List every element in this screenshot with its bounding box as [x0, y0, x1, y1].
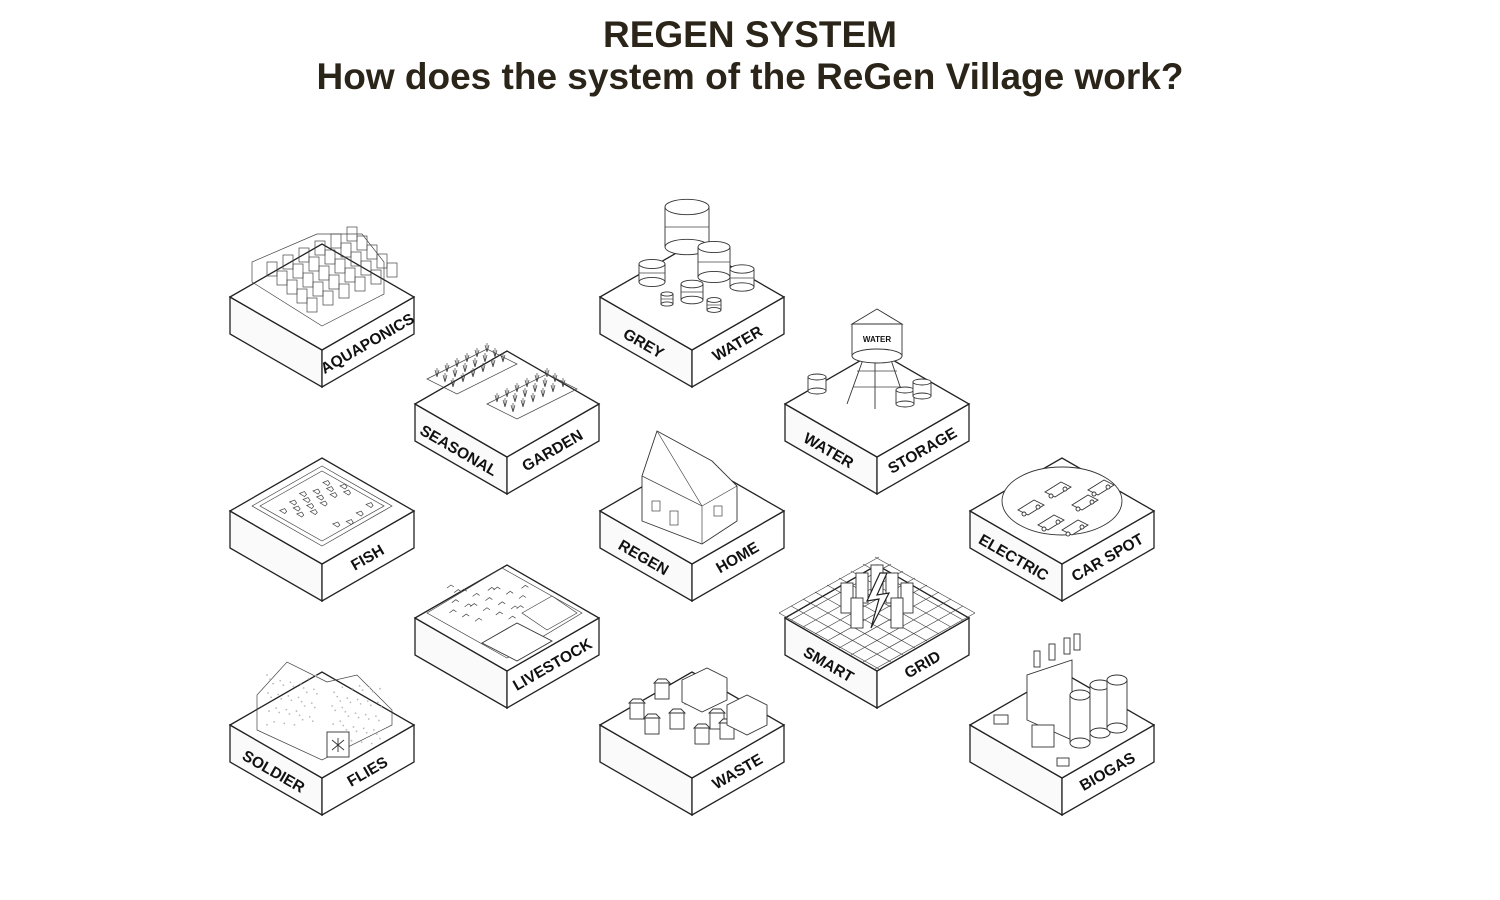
tile-fish: FISH: [228, 457, 416, 603]
tile-top-face: [228, 457, 416, 565]
tile-waste: WASTE: [598, 667, 786, 817]
tile-aquaponics: AQUAPONICS: [228, 226, 418, 389]
tile-top-face: [783, 350, 971, 458]
diagram-subtitle: How does the system of the ReGen Village…: [316, 56, 1184, 97]
tile-top-face: [413, 350, 601, 458]
tile-top-face: [228, 243, 416, 351]
tile-biogas: BIOGAS: [968, 633, 1156, 817]
tile-livestock: LIVESTOCK: [413, 564, 601, 710]
water-tank-label: WATER: [863, 335, 892, 344]
diagram-title: REGEN SYSTEM: [603, 14, 897, 55]
tile-top-face: [228, 671, 416, 779]
